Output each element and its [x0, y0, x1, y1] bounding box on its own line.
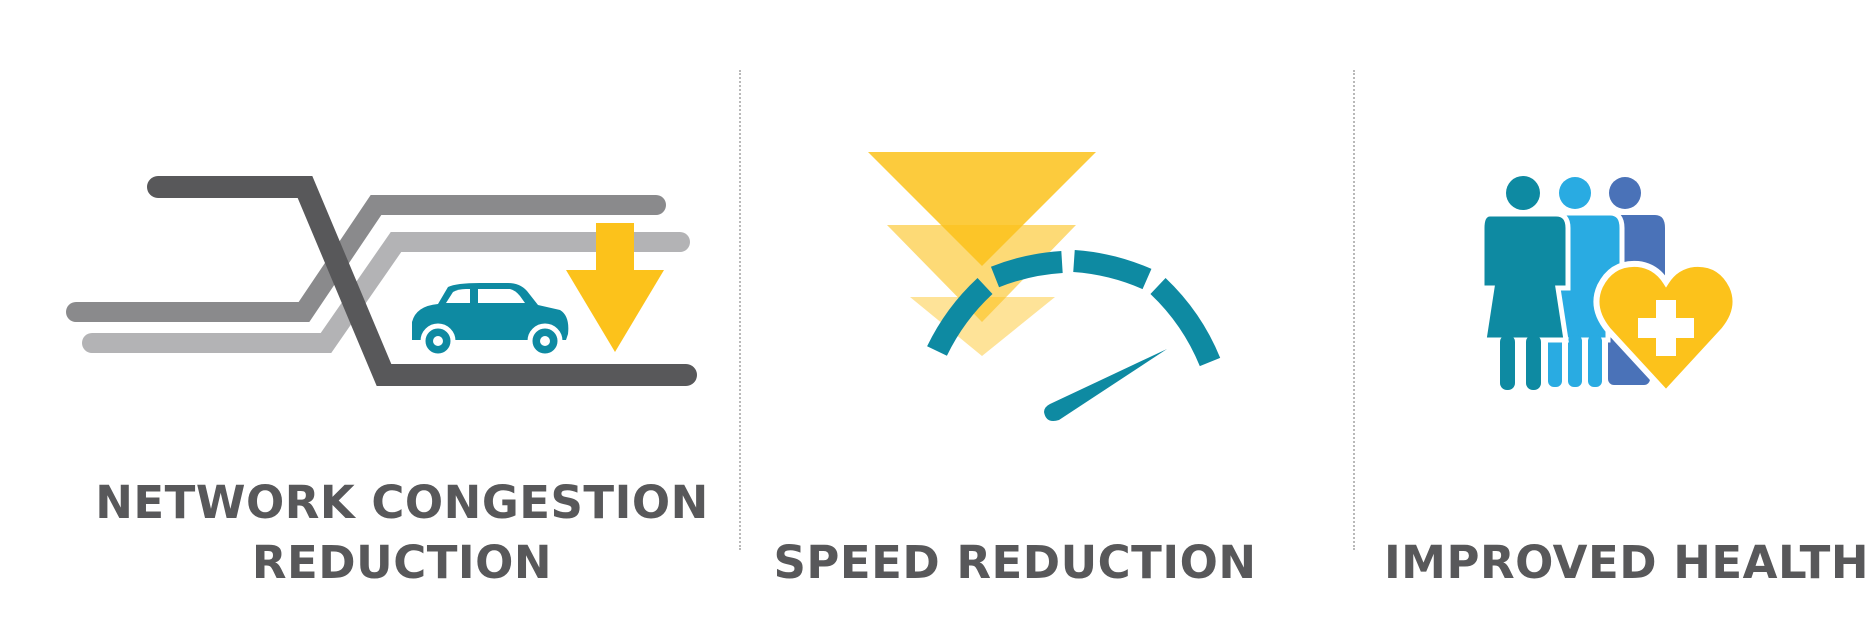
person-icon — [1479, 176, 1571, 390]
caption-speed-reduction: SPEED REDUCTION — [773, 536, 1257, 589]
heart-plus-icon — [1593, 260, 1739, 398]
panel-speed-reduction: SPEED REDUCTION — [773, 0, 1340, 639]
divider-left — [739, 70, 741, 550]
caption-network-congestion-line-2: REDUCTION — [251, 536, 553, 589]
family-icon — [1479, 176, 1739, 398]
panel-network-congestion: NETWORK CONGESTION REDUCTION — [0, 0, 740, 639]
speed-triangles-icon — [868, 152, 1096, 356]
divider-right — [1353, 70, 1355, 550]
speedometer-icon — [868, 152, 1221, 421]
caption-improved-health: IMPROVED HEALTH — [1383, 536, 1870, 589]
panel-improved-health: IMPROVED HEALTH — [1360, 0, 1873, 639]
car-icon — [412, 283, 569, 359]
congestion-roads-icon — [66, 176, 697, 386]
down-arrow-icon — [566, 223, 664, 352]
caption-network-congestion-line-1: NETWORK CONGESTION — [95, 476, 709, 529]
